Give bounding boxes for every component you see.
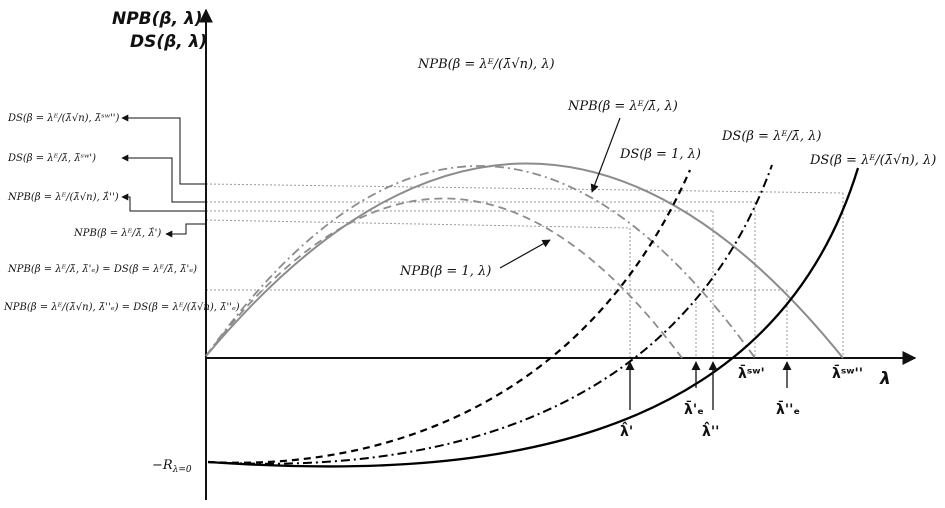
pointer-npb-one — [499, 239, 551, 269]
leader-4 — [165, 223, 206, 238]
x-marker-lsw2: λ̄ˢʷ'' — [832, 363, 863, 382]
npb-curve-big — [205, 162, 844, 359]
y-axis-title-2: DS(β, λ) — [130, 32, 207, 52]
ds-curve-big — [207, 167, 860, 468]
x-marker-lhat2: λ̂'' — [702, 421, 719, 440]
x-marker-arrows — [625, 361, 792, 410]
x-axis-title: λ — [879, 369, 891, 389]
side-label-4: NPB(β = λᴱ/λ̄, λ̂') — [73, 228, 161, 239]
ds-curve-one — [207, 169, 692, 464]
x-marker-le1: λ̄'ₑ — [684, 399, 704, 418]
guide-lines — [205, 183, 844, 358]
axes — [199, 8, 917, 500]
label-ds-big: DS(β = λᴱ/(λ̄√n), λ) — [809, 153, 936, 168]
side-leaders — [121, 114, 206, 238]
label-pointers — [499, 117, 621, 269]
label-npb-one: NPB(β = 1, λ) — [399, 264, 491, 279]
side-label-3: NPB(β = λᴱ/(λ̄√n), λ̂'') — [7, 192, 119, 203]
side-label-5: NPB(β = λᴱ/λ̄, λ̄'ₑ) = DS(β = λᴱ/λ̄, λ̄'… — [7, 264, 197, 275]
side-label-1: DS(β = λᴱ/(λ̄√n), λ̄ˢʷ'') — [7, 113, 119, 124]
guide-h-1 — [205, 183, 844, 194]
leader-1 — [121, 114, 206, 185]
y-intercept-label: −Rλ=0 — [152, 458, 192, 475]
leader-3 — [121, 193, 206, 212]
x-marker-le2: λ̄''ₑ — [776, 399, 800, 418]
npb-curve-mid — [205, 165, 756, 359]
label-ds-mid: DS(β = λᴱ/λ̄, λ) — [721, 129, 821, 144]
side-label-2: DS(β = λᴱ/λ̄, λ̄ˢʷ') — [7, 153, 96, 164]
leader-2 — [121, 154, 206, 203]
x-marker-lhat1: λ̂' — [620, 421, 633, 440]
side-label-6: NPB(β = λᴱ/(λ̄√n), λ̄''ₑ) = DS(β = λᴱ/(λ… — [3, 302, 240, 313]
label-ds-one: DS(β = 1, λ) — [619, 147, 701, 162]
pointer-npb-mid — [590, 117, 621, 193]
label-npb-mid: NPB(β = λᴱ/λ̄, λ) — [567, 99, 678, 114]
y-axis-title-1: NPB(β, λ) — [112, 9, 203, 29]
guide-h-4 — [205, 219, 631, 229]
ds-curve-mid — [207, 164, 773, 465]
label-npb-big: NPB(β = λᴱ/(λ̄√n), λ) — [417, 57, 555, 72]
x-marker-lsw1: λ̄ˢʷ' — [738, 363, 765, 382]
